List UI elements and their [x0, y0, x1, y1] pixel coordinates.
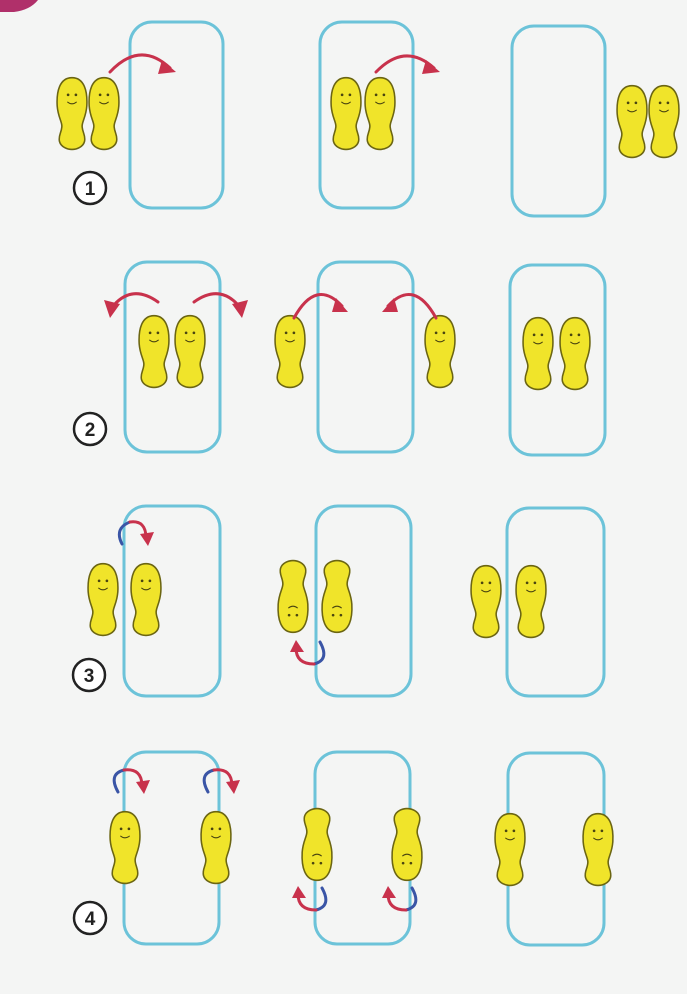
footprint-icon — [57, 78, 87, 150]
field-box — [130, 22, 223, 208]
field-box — [125, 262, 220, 452]
step-2-row: 2 — [74, 262, 605, 455]
footprint-icon — [89, 78, 119, 150]
step-number: 2 — [85, 420, 96, 441]
footprint-icon — [88, 564, 118, 636]
footprint-icon — [365, 78, 395, 150]
rotation-arrow-icon — [316, 888, 326, 910]
footprint-icon — [110, 812, 140, 884]
rotation-arrow-icon — [290, 640, 304, 652]
step-4-row: 4 — [74, 752, 613, 945]
footprint-icon — [275, 316, 305, 388]
footprint-icon — [560, 318, 590, 390]
rotation-arrow-icon — [292, 886, 306, 898]
corner-accent — [0, 0, 38, 12]
step-3-row: 3 — [73, 506, 604, 696]
step-1-row: 1 — [57, 22, 679, 216]
footprint-icon — [495, 814, 525, 886]
step-number: 4 — [85, 909, 96, 930]
footprint-icon — [516, 566, 546, 638]
footprint-icon — [322, 561, 352, 633]
footprint-icon — [278, 561, 308, 633]
footprint-icon — [392, 809, 422, 881]
field-box — [318, 262, 413, 452]
field-box — [512, 26, 605, 216]
footprint-icon — [302, 809, 332, 881]
footprint-icon — [131, 564, 161, 636]
footprint-icon — [175, 316, 205, 388]
rotation-arrow-icon — [226, 780, 240, 794]
footprint-icon — [649, 86, 679, 158]
rotation-arrow-icon — [204, 770, 214, 792]
rotation-arrow-icon — [140, 532, 154, 546]
field-box — [510, 265, 605, 455]
footprint-icon — [201, 812, 231, 884]
footprint-icon — [523, 318, 553, 390]
rotation-arrow-icon — [382, 886, 396, 898]
footprint-icon — [331, 78, 361, 150]
footprint-icon — [583, 814, 613, 886]
footprint-icon — [471, 566, 501, 638]
step-number: 3 — [84, 666, 95, 687]
footprint-icon — [617, 86, 647, 158]
footprint-icon — [425, 316, 455, 388]
rotation-arrow-icon — [136, 780, 150, 794]
step-number: 1 — [85, 179, 96, 200]
footprint-icon — [139, 316, 169, 388]
